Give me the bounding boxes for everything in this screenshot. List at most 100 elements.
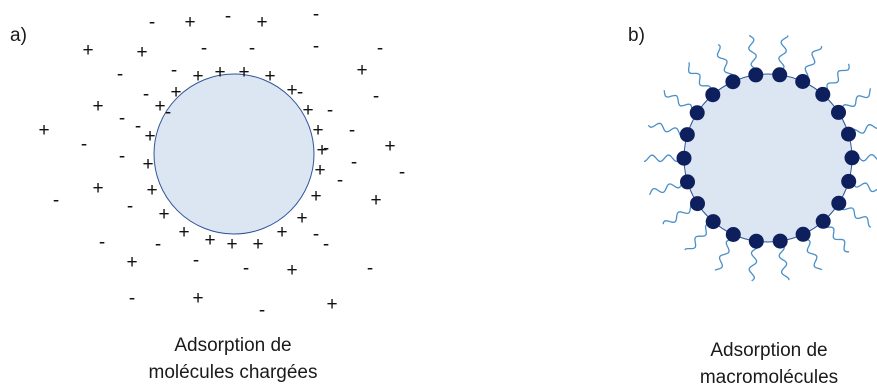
negative-ion: - bbox=[313, 36, 319, 57]
positive-ion: + bbox=[204, 230, 215, 251]
positive-ion: + bbox=[238, 62, 249, 83]
particle-a bbox=[153, 73, 315, 235]
negative-ion: - bbox=[81, 134, 87, 155]
positive-ion: + bbox=[384, 136, 395, 157]
panel-b-caption: Adsorption de macromolécules bbox=[639, 337, 877, 391]
negative-ion: - bbox=[259, 300, 265, 321]
polymer-tail bbox=[840, 206, 872, 228]
polymer-tail bbox=[663, 90, 694, 113]
positive-ion: + bbox=[170, 82, 181, 103]
polymer-tail bbox=[662, 202, 693, 225]
adsorbed-bead bbox=[815, 86, 831, 102]
positive-ion: + bbox=[154, 96, 165, 117]
adsorbed-bead bbox=[705, 214, 721, 230]
negative-ion: - bbox=[155, 234, 161, 255]
negative-ion: - bbox=[373, 86, 379, 107]
negative-ion: - bbox=[201, 38, 207, 59]
adsorbed-bead bbox=[725, 227, 741, 242]
adsorbed-bead bbox=[689, 105, 705, 121]
positive-ion: + bbox=[192, 66, 203, 87]
negative-ion: - bbox=[193, 250, 199, 271]
panel-a-label: a) bbox=[10, 25, 27, 46]
positive-ion: + bbox=[142, 154, 153, 175]
panel-a-charged-particle: -+-+-++------+-+--+---+--+---+-+---+---+… bbox=[38, 4, 405, 321]
polymer-tail bbox=[803, 237, 823, 271]
polymer-tail bbox=[852, 181, 877, 193]
polymer-tail bbox=[687, 62, 712, 92]
negative-ion: - bbox=[313, 4, 319, 25]
polymer-tail bbox=[823, 225, 850, 253]
negative-ion: - bbox=[249, 38, 255, 59]
adsorbed-bead bbox=[795, 226, 811, 242]
positive-ion: + bbox=[146, 180, 157, 201]
positive-ion: + bbox=[158, 204, 169, 225]
positive-ion: + bbox=[192, 288, 203, 309]
negative-ion: - bbox=[323, 138, 329, 159]
adsorbed-bead bbox=[680, 174, 695, 190]
negative-ion: - bbox=[117, 64, 123, 85]
adsorbed-bead bbox=[831, 104, 846, 120]
adsorbed-bead bbox=[676, 150, 692, 166]
panel-a-caption: Adsorption de molécules chargées bbox=[103, 332, 363, 386]
positive-ion: + bbox=[226, 234, 237, 255]
positive-ion: + bbox=[144, 126, 155, 147]
positive-ion: + bbox=[314, 160, 325, 181]
negative-ion: - bbox=[99, 232, 105, 253]
negative-ion: - bbox=[165, 102, 171, 123]
positive-ion: + bbox=[326, 294, 337, 315]
positive-ion: + bbox=[256, 12, 267, 33]
polymer-tail bbox=[778, 35, 789, 72]
adsorbed-bead bbox=[841, 173, 857, 189]
negative-ion: - bbox=[149, 12, 155, 33]
polymer-tail bbox=[778, 244, 790, 281]
negative-ion: - bbox=[297, 82, 303, 103]
positive-ion: + bbox=[38, 120, 49, 141]
adsorbed-bead bbox=[748, 233, 764, 249]
negative-ion: - bbox=[225, 6, 231, 27]
polymer-tail bbox=[716, 43, 735, 77]
negative-ion: - bbox=[143, 84, 149, 105]
positive-ion: + bbox=[252, 234, 263, 255]
positive-ion: + bbox=[264, 66, 275, 87]
adsorbed-bead bbox=[831, 195, 847, 211]
adsorbed-bead bbox=[705, 87, 721, 103]
panel-b-caption-line1: Adsorption de bbox=[710, 340, 828, 361]
panel-a-caption-line2: molécules chargées bbox=[148, 362, 318, 383]
positive-ion: + bbox=[178, 222, 189, 243]
positive-ion: + bbox=[316, 140, 327, 161]
polymer-tail bbox=[748, 34, 759, 72]
adsorbed-bead bbox=[772, 67, 788, 83]
adsorbed-bead bbox=[841, 126, 856, 142]
polymer-tail bbox=[826, 63, 850, 94]
polymer-tail bbox=[851, 124, 877, 134]
adsorbed-bead bbox=[725, 74, 741, 90]
positive-ion: + bbox=[82, 40, 93, 61]
negative-ion: - bbox=[349, 120, 355, 141]
positive-ion: + bbox=[302, 100, 313, 121]
panel-b-caption-line2: macromolécules bbox=[699, 367, 839, 388]
ion-cloud: -+-+-++------+-+--+---+--+---+-+---+---+… bbox=[38, 4, 405, 321]
positive-ion: + bbox=[356, 60, 367, 81]
negative-ion: - bbox=[313, 224, 319, 245]
negative-ion: - bbox=[323, 234, 329, 255]
polymer-tail bbox=[649, 180, 684, 196]
polymer-tail bbox=[841, 88, 872, 111]
positive-ion: + bbox=[370, 190, 381, 211]
polymer-tails bbox=[643, 34, 877, 282]
negative-ion: - bbox=[327, 100, 333, 121]
positive-ion: + bbox=[312, 120, 323, 141]
polymer-tail bbox=[804, 46, 823, 80]
adsorbed-bead bbox=[795, 74, 811, 89]
panel-a-caption-line1: Adsorption de bbox=[174, 335, 292, 356]
negative-ion: - bbox=[377, 38, 383, 59]
positive-ion: + bbox=[286, 80, 297, 101]
adsorbed-beads bbox=[676, 67, 860, 249]
polymer-tail bbox=[714, 238, 734, 271]
positive-ion: + bbox=[92, 178, 103, 199]
polymer-tail bbox=[855, 153, 877, 162]
positive-ion: + bbox=[184, 12, 195, 33]
adsorbed-bead bbox=[844, 150, 860, 166]
positive-ion: + bbox=[92, 96, 103, 117]
negative-ion: - bbox=[399, 162, 405, 183]
